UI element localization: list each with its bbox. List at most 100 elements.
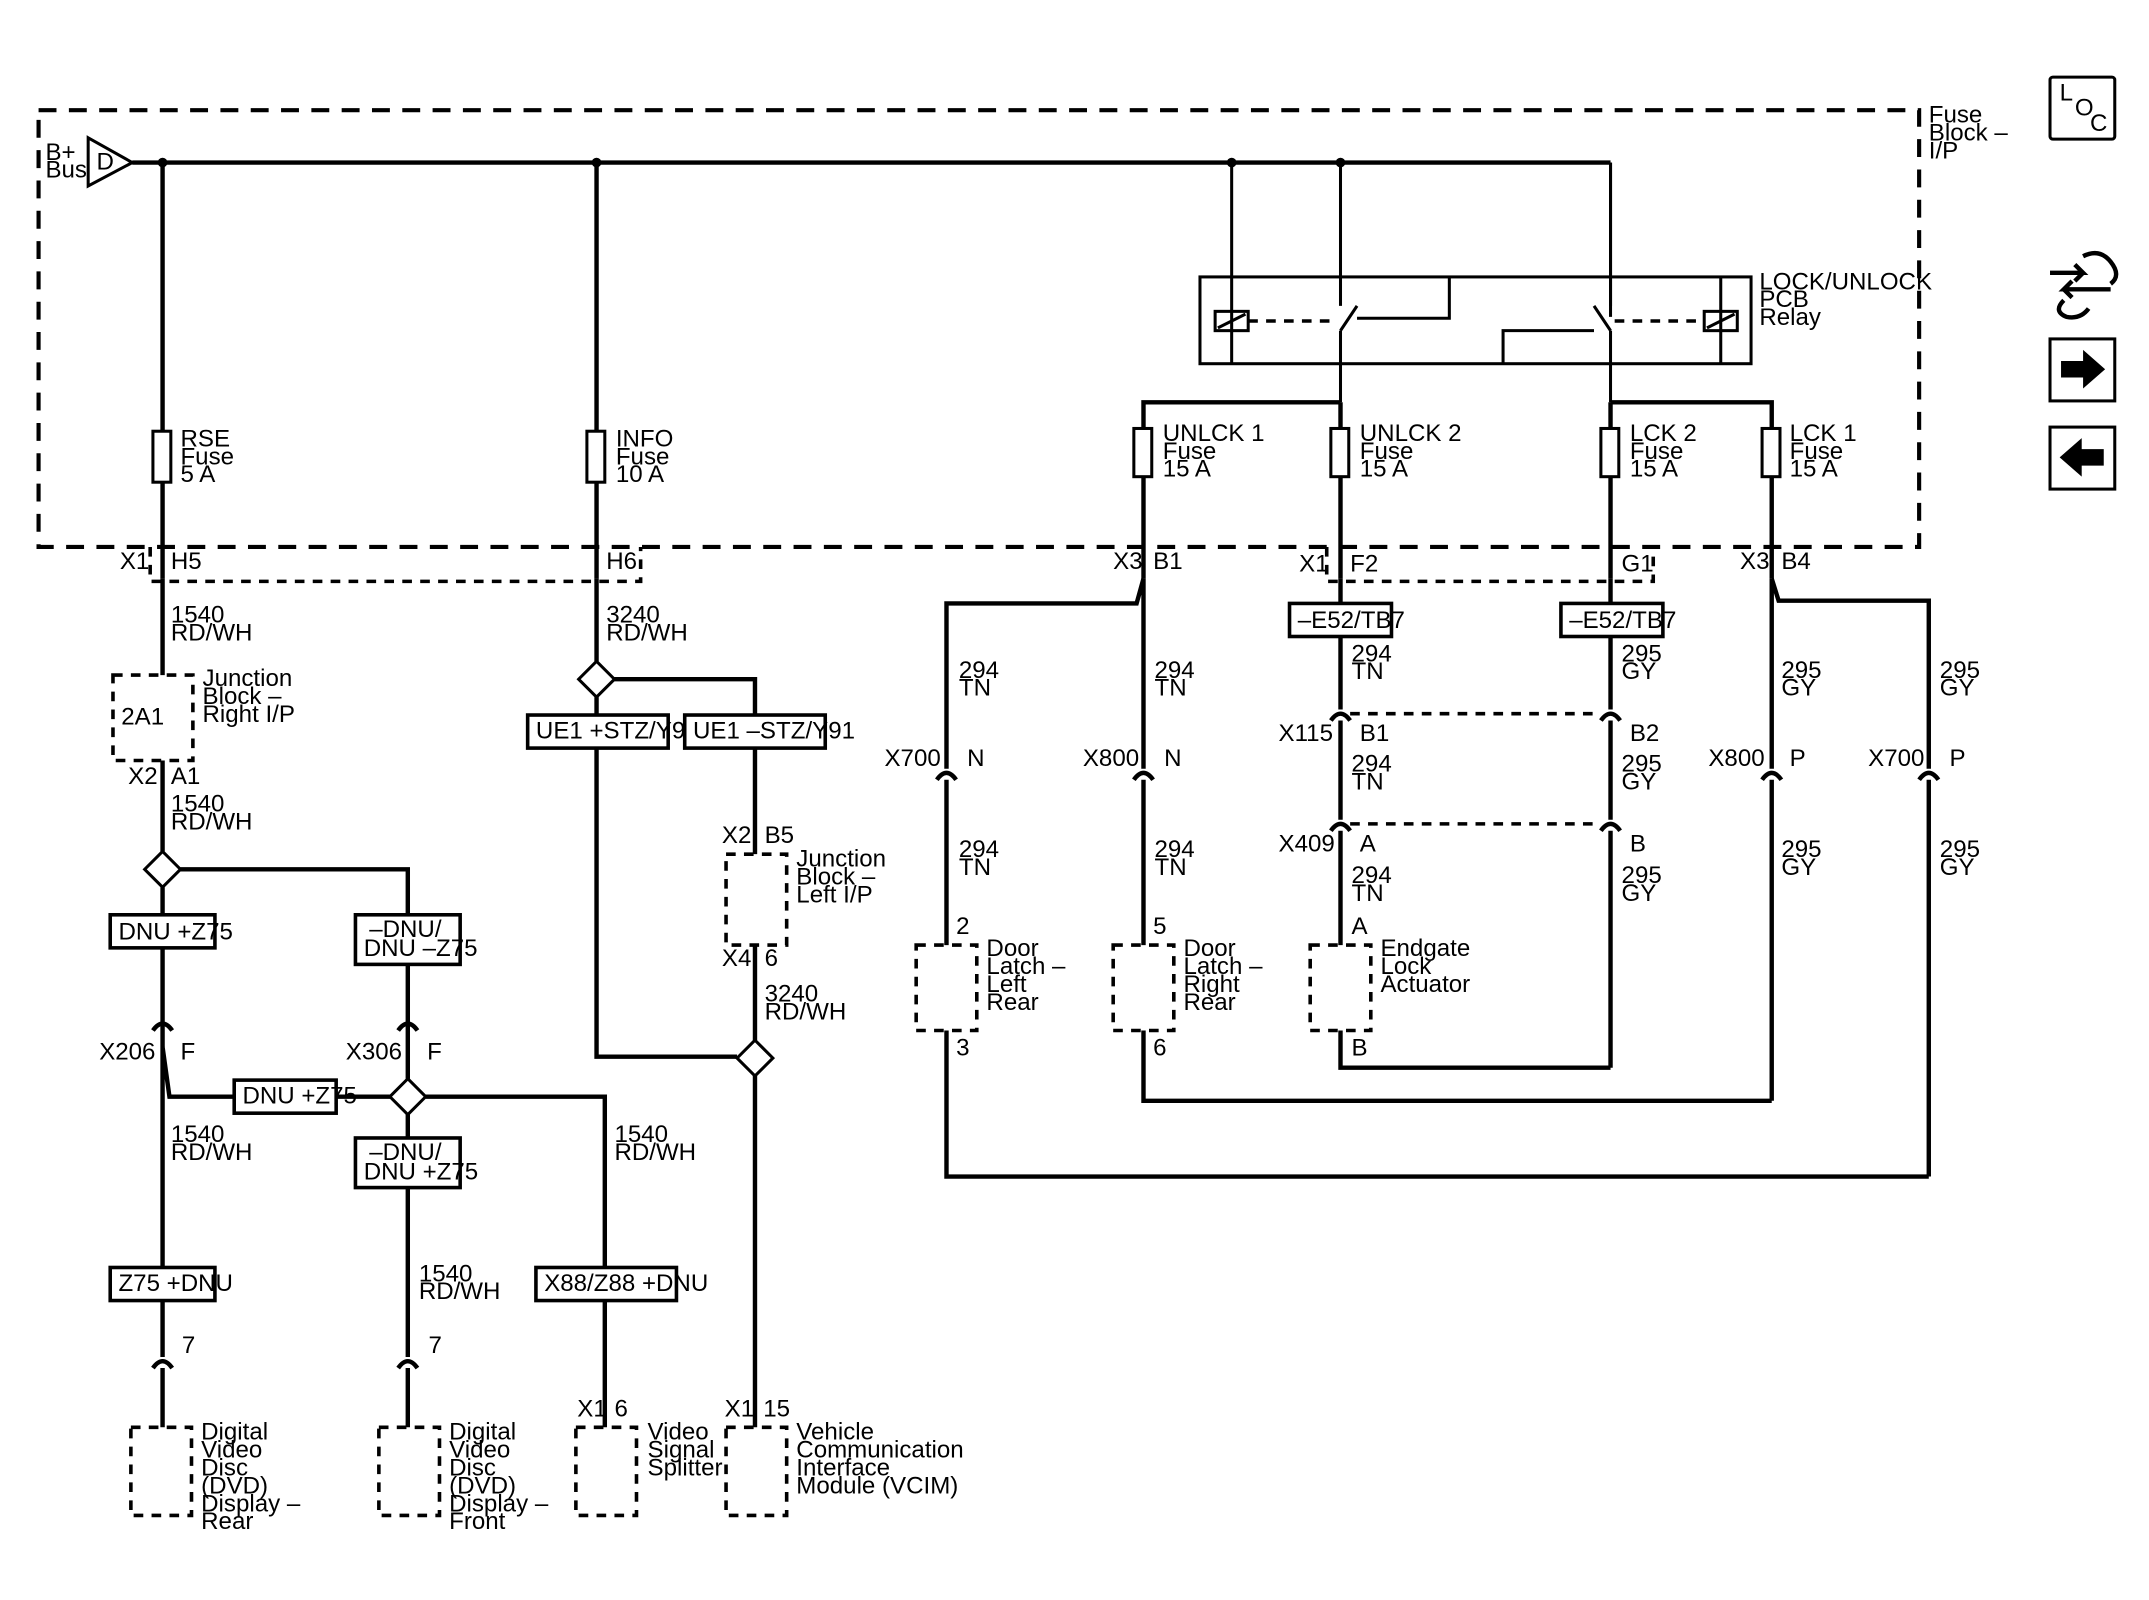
splice-diamond-3: [576, 659, 617, 700]
option-e52-b-text: –E52/TB7: [1569, 607, 1676, 634]
connector-x700-p: [1917, 770, 1941, 1177]
fuse-block-outline: [36, 108, 1922, 550]
loc-icon[interactable]: L O C: [2048, 75, 2117, 141]
return-wire-left: [944, 1030, 1929, 1179]
connector-x800-n: [1132, 770, 1155, 946]
option-z75-dnu: [108, 1265, 217, 1303]
option-ndnu-z75-text: –DNU/DNU +Z75: [364, 1139, 478, 1185]
vcim-module: [724, 1425, 789, 1518]
svg-text:C: C: [2090, 110, 2107, 137]
return-wire-right: [1141, 1030, 1772, 1103]
connector-dvd-front: [396, 1358, 420, 1428]
svg-text:O: O: [2075, 95, 2094, 122]
wire-to-x206: [160, 947, 411, 1020]
wire-e52-down: [1338, 636, 1613, 710]
jb-right-pin: 2A1: [121, 704, 164, 731]
connector-x409: [1329, 821, 1622, 1068]
door-latch-left-rear: [914, 943, 979, 1033]
option-ue1-stz: [525, 713, 670, 750]
arrow-right-icon[interactable]: [2048, 337, 2117, 403]
option-ndnu-nz75-text: –DNU/DNU –Z75: [364, 916, 478, 962]
dvd-display-rear: [129, 1425, 194, 1518]
connector-x800-p: [1760, 770, 1784, 1101]
arrow-left-icon[interactable]: [2048, 425, 2117, 491]
junction-block-left: [724, 852, 789, 947]
wiring-harness-icon[interactable]: [2050, 250, 2119, 320]
pin-7a: 7: [182, 1332, 195, 1359]
bus-marker: [86, 135, 136, 189]
option-ue1-nstz-text: UE1 –STZ/Y91: [693, 717, 855, 744]
bus-marker-letter: D: [96, 148, 113, 175]
option-e52-a-text: –E52/TB7: [1298, 607, 1405, 634]
conn-h6: H6: [606, 548, 637, 575]
option-z75-dnu-text: Z75 +DNU: [118, 1270, 232, 1297]
option-dnu-z75-b: [232, 1078, 338, 1115]
junction-block-right: [111, 673, 195, 763]
wire-x206-stem: [160, 1019, 411, 1031]
conn-g1: G1: [1622, 551, 1654, 578]
wire-to-dvd-rear: [160, 1300, 608, 1428]
wire-x206-out: [160, 1046, 392, 1268]
splice-diamond: [142, 849, 183, 890]
wire-x306-out: [405, 1047, 608, 1268]
wire-294-unlck1: [944, 578, 1146, 769]
option-e52-b: [1559, 601, 1665, 639]
splice-diamond-4: [734, 1038, 776, 1079]
relay-switch-unlock: [1338, 162, 1451, 403]
option-ue1-nstz: [682, 713, 828, 750]
relay-coil-right-slash: [1706, 312, 1736, 330]
